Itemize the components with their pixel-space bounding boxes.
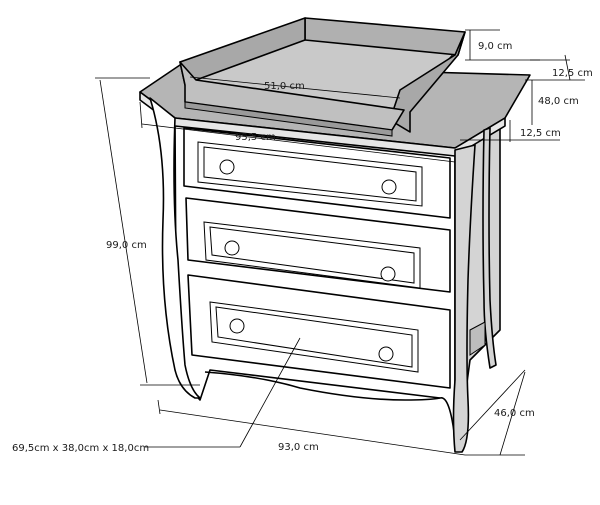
drawer-2-knob-right[interactable] bbox=[380, 266, 396, 282]
dim-body-width: 95,5 cm bbox=[139, 101, 456, 163]
top-front-edge bbox=[139, 91, 506, 157]
dim-depth: 48,0 cm bbox=[525, 79, 585, 125]
dim-tray-width-label: 51,0 cm bbox=[264, 81, 305, 92]
drawer-1-knob-left[interactable] bbox=[219, 159, 235, 175]
changing-tray bbox=[179, 17, 466, 137]
dim-side-depth-top: 12,5 cm bbox=[530, 54, 593, 81]
dim-side-depth-bottom-label: 12,5 cm bbox=[520, 128, 561, 139]
dim-total-height: 99,0 cm bbox=[95, 77, 200, 386]
dim-base-width: 93,0 cm bbox=[157, 399, 466, 456]
front-skirt bbox=[204, 371, 441, 401]
dim-side-depth-top-label: 12,5 cm bbox=[552, 68, 593, 79]
left-pillar bbox=[149, 97, 201, 399]
dim-depth-label: 48,0 cm bbox=[538, 96, 579, 107]
dim-tray-height: 9,0 cm bbox=[465, 29, 540, 61]
drawer-3-knob-right[interactable] bbox=[378, 346, 394, 362]
back-rail bbox=[469, 321, 486, 356]
drawer-3[interactable] bbox=[187, 274, 451, 389]
dim-total-height-label: 99,0 cm bbox=[106, 240, 147, 251]
dim-drawer-size-label: 69,5cm x 38,0cm x 18,0cm bbox=[12, 443, 149, 454]
drawer-2[interactable] bbox=[185, 197, 451, 293]
drawer-1-knob-right[interactable] bbox=[381, 179, 397, 195]
drawer-2-knob-left[interactable] bbox=[224, 240, 240, 256]
back-leg bbox=[482, 127, 497, 369]
dim-body-depth-label: 46,0 cm bbox=[494, 408, 535, 419]
dim-tray-height-label: 9,0 cm bbox=[478, 41, 512, 52]
drawer-1[interactable] bbox=[183, 127, 451, 219]
dim-body-depth: 46,0 cm bbox=[459, 369, 535, 456]
dim-tray-width: 51,0 cm bbox=[189, 76, 401, 99]
drawer-3-knob-left[interactable] bbox=[229, 318, 245, 334]
dim-body-width-label: 95,5 cm bbox=[235, 132, 276, 143]
dim-drawer-size: 69,5cm x 38,0cm x 18,0cm bbox=[12, 337, 301, 454]
dim-side-depth-bottom: 12,5 cm bbox=[460, 120, 561, 142]
dim-base-width-label: 93,0 cm bbox=[278, 442, 319, 453]
right-pillar bbox=[452, 144, 476, 453]
